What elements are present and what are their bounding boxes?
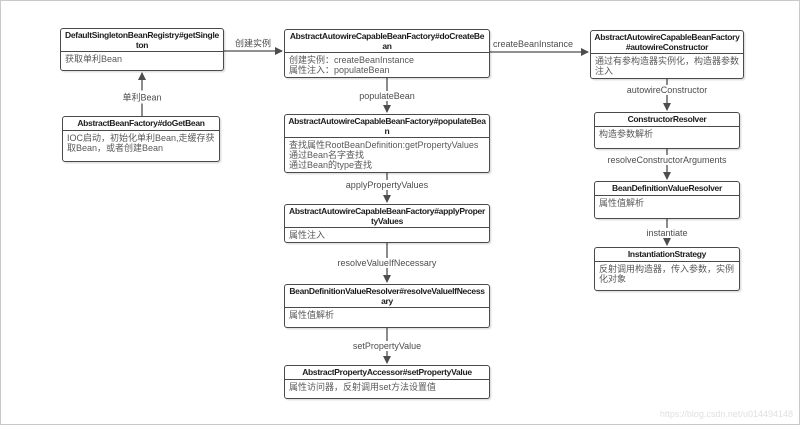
node-body-line: 通过Bean的type查找 <box>289 160 373 170</box>
edge-label-resolve-constructor-arguments: resolveConstructorArguments <box>605 155 729 165</box>
edge-label-apply-property-values: applyPropertyValues <box>343 180 431 190</box>
node-title: BeanDefinitionValueResolver <box>595 182 739 196</box>
node-apply-property-values: AbstractAutowireCapableBeanFactory#apply… <box>284 204 490 243</box>
node-instantiation-strategy: InstantiationStrategy 反射调用构造器，传入参数，实例化对象 <box>594 247 740 291</box>
node-body-line: 属性注入 <box>289 230 326 240</box>
node-body-line: 通过Bean名字查找 <box>289 150 365 160</box>
node-body: 创建实例：createBeanInstance 属性注入：populateBea… <box>285 53 489 77</box>
edge-label-create-bean-instance: createBeanInstance <box>490 39 576 49</box>
node-bean-definition-value-resolver: BeanDefinitionValueResolver 属性值解析 <box>594 181 740 219</box>
node-body: 反射调用构造器，传入参数，实例化对象 <box>595 262 739 291</box>
node-body-line: 查找属性RootBeanDefinition:getPropertyValues <box>289 140 479 150</box>
node-title: BeanDefinitionValueResolver#resolveValue… <box>285 285 489 308</box>
node-title: AbstractAutowireCapableBeanFactory#popul… <box>285 115 489 138</box>
node-body-line: 获取单利Bean <box>65 54 123 64</box>
edge-label-autowire-constructor: autowireConstructor <box>624 85 710 95</box>
node-do-create-bean: AbstractAutowireCapableBeanFactory#doCre… <box>284 29 490 78</box>
node-body: 属性注入 <box>285 228 489 242</box>
node-body: 构造参数解析 <box>595 127 739 149</box>
node-title: AbstractAutowireCapableBeanFactory#doCre… <box>285 30 489 53</box>
node-body: 查找属性RootBeanDefinition:getPropertyValues… <box>285 138 489 172</box>
node-get-singleton: DefaultSingletonBeanRegistry#getSingleto… <box>60 28 224 71</box>
edge-label-populate-bean: populateBean <box>357 91 417 101</box>
node-body: 获取单利Bean <box>61 52 223 70</box>
node-body-line: 创建实例：createBeanInstance <box>289 55 415 65</box>
node-constructor-resolver: ConstructorResolver 构造参数解析 <box>594 112 740 149</box>
node-body: 通过有参构造器实例化，构造器参数注入 <box>591 54 743 78</box>
node-title: AbstractBeanFactory#doGetBean <box>63 117 219 131</box>
edge-label-set-property-value: setPropertyValue <box>350 341 424 351</box>
watermark: https://blog.csdn.net/u014494148 <box>659 409 793 419</box>
node-set-property-value: AbstractPropertyAccessor#setPropertyValu… <box>284 365 490 399</box>
node-body-line: 反射调用构造器，传入参数，实例化对象 <box>599 263 735 284</box>
node-body: 属性值解析 <box>595 196 739 219</box>
node-title: AbstractPropertyAccessor#setPropertyValu… <box>285 366 489 380</box>
node-body-line: 属性值解析 <box>599 197 645 208</box>
node-body-line: 通过有参构造器实例化，构造器参数注入 <box>595 56 740 76</box>
node-body: 属性访问器，反射调用set方法设置值 <box>285 380 489 399</box>
node-body: IOC启动，初始化单利Bean,走缓存获取Bean，或者创建Bean <box>63 131 219 162</box>
node-populate-bean: AbstractAutowireCapableBeanFactory#popul… <box>284 114 490 173</box>
edge-label-instantiate: instantiate <box>644 228 690 238</box>
node-body-line: 属性访问器，反射调用set方法设置值 <box>289 381 437 392</box>
node-body-line: 属性注入：populateBean <box>289 65 390 75</box>
node-do-get-bean: AbstractBeanFactory#doGetBean IOC启动，初始化单… <box>62 116 220 162</box>
node-autowire-constructor: AbstractAutowireCapableBeanFactory#autow… <box>590 30 744 79</box>
edge-label-resolve-value-if-necessary: resolveValueIfNecessary <box>335 258 439 268</box>
node-resolve-value-if-necessary: BeanDefinitionValueResolver#resolveValue… <box>284 284 490 328</box>
node-title: DefaultSingletonBeanRegistry#getSingleto… <box>61 29 223 52</box>
node-body: 属性值解析 <box>285 308 489 327</box>
node-body-line: 属性值解析 <box>289 310 335 320</box>
node-title: AbstractAutowireCapableBeanFactory#apply… <box>285 205 489 228</box>
node-title: ConstructorResolver <box>595 113 739 127</box>
node-body-line: IOC启动，初始化单利Bean,走缓存获取Bean，或者创建Bean <box>67 132 215 153</box>
edge-label-create-instance: 创建实例 <box>232 36 274 50</box>
node-title: AbstractAutowireCapableBeanFactory#autow… <box>591 31 743 54</box>
node-title: InstantiationStrategy <box>595 248 739 262</box>
edge-label-singleton-bean: 单利Bean <box>120 90 164 104</box>
node-body-line: 构造参数解析 <box>599 128 654 139</box>
